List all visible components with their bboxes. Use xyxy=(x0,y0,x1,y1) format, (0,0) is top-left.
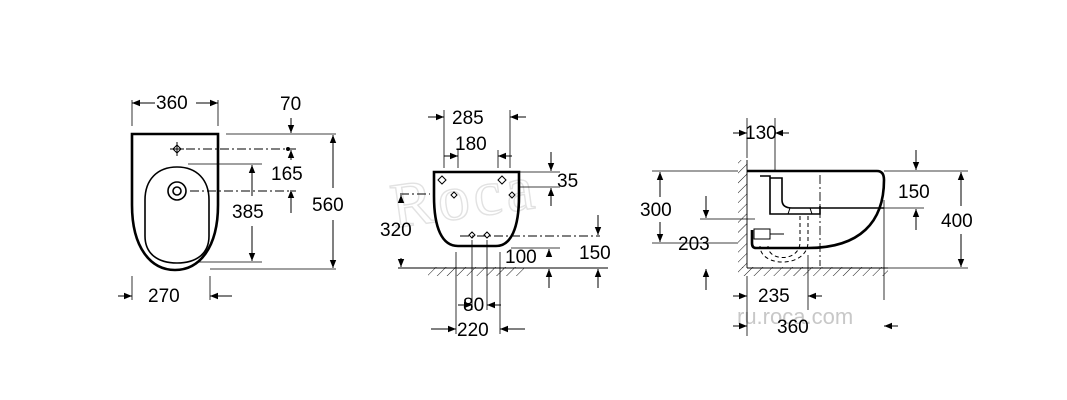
dim-side-wall-offset: 130 xyxy=(745,123,777,144)
dim-side-total-height: 400 xyxy=(941,211,973,232)
dim-front-inlet-spacing: 80 xyxy=(463,295,484,316)
front-view-floor-hatch xyxy=(428,267,524,276)
side-view-wall-hatch xyxy=(738,160,747,268)
side-view-valve xyxy=(753,228,771,240)
side-view: 130 150 300 400 203 235 360 xyxy=(640,118,973,338)
top-view-bowl xyxy=(144,166,210,264)
dim-top-hole-depth: 165 xyxy=(271,164,303,185)
watermark-site: ru.roca.com xyxy=(737,304,853,329)
dim-front-base-width: 220 xyxy=(457,320,489,341)
tap-hole-mark xyxy=(170,142,184,156)
side-view-trap xyxy=(767,216,801,258)
dim-front-width: 285 xyxy=(452,108,484,129)
dim-top-bowl-width: 270 xyxy=(148,286,180,307)
dim-front-inlet-height: 100 xyxy=(505,247,537,268)
top-view-drain-outer xyxy=(167,181,187,201)
dim-side-waste-height: 203 xyxy=(678,234,710,255)
side-view-drain xyxy=(787,207,813,215)
top-view: 360 70 165 560 385 270 xyxy=(118,93,344,307)
side-view-outline xyxy=(747,169,886,250)
side-view-bowl xyxy=(770,177,884,209)
dim-front-fixing-spacing: 180 xyxy=(455,134,487,155)
side-view-floor-hatch xyxy=(738,267,888,276)
dim-side-mounting-height: 300 xyxy=(640,200,672,221)
dim-top-bowl-length: 385 xyxy=(232,202,264,223)
watermark: Roca ru.roca.com xyxy=(385,150,853,329)
dim-front-height: 320 xyxy=(380,220,412,241)
front-view-outline xyxy=(432,170,521,248)
top-view-drain-inner xyxy=(172,186,182,196)
dim-side-rim-to-fixing: 150 xyxy=(898,182,930,203)
dim-top-length: 560 xyxy=(312,195,344,216)
front-inlet-points xyxy=(468,231,491,239)
dim-front-waste-height: 150 xyxy=(579,243,611,264)
front-view: 285 180 35 320 100 150 80 220 xyxy=(380,108,611,341)
front-fixing-points xyxy=(437,175,516,199)
dim-top-hole-offset: 70 xyxy=(280,94,301,115)
dim-top-width: 360 xyxy=(156,93,188,114)
top-view-outline xyxy=(130,132,220,272)
dim-side-depth: 360 xyxy=(777,317,809,338)
dim-front-fixing-height: 35 xyxy=(557,171,578,192)
dim-side-waste-projection: 235 xyxy=(758,286,790,307)
